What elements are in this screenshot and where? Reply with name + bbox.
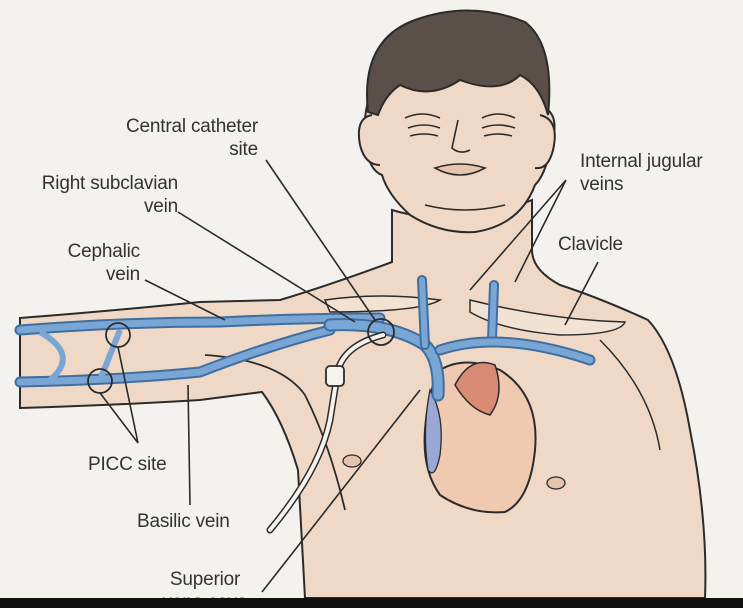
label-picc-site-text: PICC site: [88, 454, 167, 475]
armpit-line: [204, 354, 346, 511]
aortic-arch: [454, 361, 500, 416]
right-ear: [534, 114, 556, 170]
label-superior-vena-cava-line1: Superior: [169, 569, 241, 590]
label-cephalic-line1: Cephalic: [67, 241, 141, 262]
label-basilic-vein-text: Basilic vein: [137, 511, 230, 532]
central-site-circle: [367, 318, 395, 346]
arm-vein-lower-fill: [16, 326, 334, 386]
label-internal-jugular-line1: Internal jugular: [580, 151, 703, 172]
catheter-hub: [325, 365, 345, 387]
left-ear: [357, 114, 381, 166]
hair: [366, 9, 551, 117]
label-right-subclavian-line2: vein: [143, 196, 178, 217]
leader-picc: [99, 346, 139, 444]
torso-skin: [19, 198, 707, 599]
right-nipple: [342, 454, 362, 468]
left-eye: [404, 113, 441, 137]
label-central-catheter-line1: Central catheter: [126, 116, 258, 137]
arm-vein-upper-fill: [16, 314, 384, 334]
label-central-catheter-line2: site: [229, 139, 258, 160]
label-right-subclavian-line1: Right subclavian: [41, 173, 178, 194]
label-clavicle-text: Clavicle: [558, 234, 623, 255]
nose: [451, 119, 471, 153]
bottom-edge-bar: [0, 598, 743, 608]
label-cephalic-line2: vein: [105, 264, 140, 285]
left-nipple: [546, 476, 566, 490]
leader-central-catheter: [265, 159, 376, 321]
leader-superior-vena-cava: [261, 389, 421, 593]
leader-basilic: [187, 384, 191, 506]
label-basilic-vein: Basilic vein: [137, 510, 277, 533]
label-right-subclavian-vein: Right subclavian vein: [0, 172, 178, 218]
left-clavicle: [469, 299, 627, 336]
right-eye: [481, 113, 516, 137]
right-clavicle: [323, 295, 443, 313]
mouth: [433, 163, 487, 176]
label-cephalic-vein: Cephalic vein: [30, 240, 141, 286]
catheter-tube-inner: [268, 333, 385, 532]
left-brachiocephalic-fill: [436, 338, 594, 364]
leader-clavicle: [564, 261, 599, 326]
label-central-catheter-site: Central catheter site: [80, 115, 258, 161]
internal-jugular-right-fill: [419, 277, 428, 348]
chin-line: [424, 204, 506, 211]
label-internal-jugular-line2: veins: [580, 174, 624, 195]
internal-jugular-left-fill: [489, 282, 497, 343]
right-atrium: [424, 388, 442, 474]
chest-line-right: [599, 339, 661, 451]
label-picc-site: PICC site: [88, 453, 208, 476]
label-internal-jugular-veins: Internal jugular veins: [580, 150, 740, 196]
leader-right-subclavian: [177, 211, 356, 323]
arm-vein-connector: [38, 328, 123, 383]
leader-cephalic: [144, 279, 226, 321]
leader-internal-jugular: [469, 179, 567, 291]
label-clavicle: Clavicle: [558, 233, 678, 256]
